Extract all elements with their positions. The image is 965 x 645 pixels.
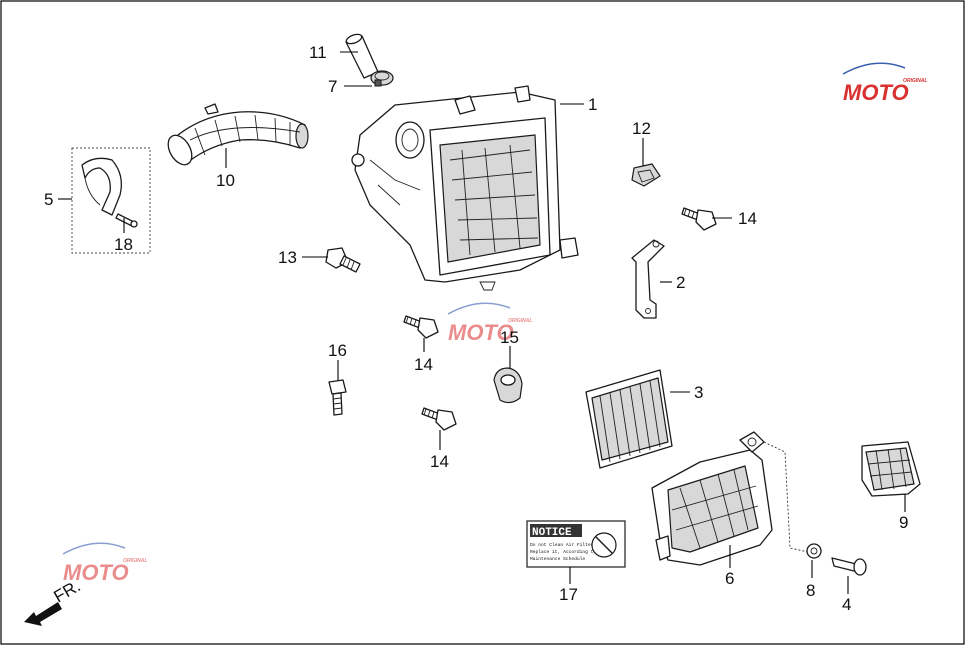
- part-1-air-cleaner-case[interactable]: [351, 85, 579, 291]
- callout-8: 8: [806, 581, 815, 600]
- assembly-dotted-line: [763, 441, 809, 553]
- callout-4: 4: [842, 595, 851, 614]
- callout-18: 18: [114, 235, 133, 254]
- watermark-small-text: ORIGINAL: [123, 558, 147, 564]
- watermark-small-text: ORIGINAL: [903, 78, 927, 84]
- part-15-grommet[interactable]: [493, 367, 523, 404]
- watermark-text: MOTO: [843, 80, 909, 105]
- notice-line-2: Replace it, According to: [530, 549, 596, 555]
- callout-9: 9: [899, 513, 908, 532]
- callout-6: 6: [725, 569, 734, 588]
- part-14-bolt-right[interactable]: [681, 207, 717, 231]
- part-8-washer[interactable]: [806, 543, 822, 559]
- part-10-intake-duct[interactable]: [163, 103, 309, 169]
- part-9-intake-insert[interactable]: [861, 441, 921, 497]
- callout-12: 12: [632, 119, 651, 138]
- part-2-bracket[interactable]: [631, 239, 665, 319]
- part-14-bolt-middle[interactable]: [403, 315, 439, 339]
- callout-14-middle: 14: [414, 355, 433, 374]
- part-5-18-group-frame: [71, 147, 151, 254]
- part-11-hose[interactable]: [345, 33, 379, 79]
- callout-2: 2: [676, 273, 685, 292]
- part-4-screw[interactable]: [831, 557, 867, 576]
- part-17-notice-label[interactable]: NOTICE Do not Clean Air Filter Replace i…: [526, 520, 626, 568]
- watermark-text: MOTO: [448, 320, 514, 345]
- callout-10: 10: [216, 171, 235, 190]
- watermark-bottom-left: MOTO ORIGINAL: [62, 542, 147, 585]
- callout-17: 17: [559, 585, 578, 604]
- part-7-clamp[interactable]: [370, 70, 394, 87]
- part-14-bolt-lower[interactable]: [421, 407, 457, 431]
- callout-5: 5: [44, 190, 53, 209]
- part-13-bolt[interactable]: [325, 247, 361, 273]
- leader-lines: [58, 51, 906, 594]
- notice-line-1: Do not Clean Air Filter: [530, 542, 594, 548]
- callout-14-right: 14: [738, 209, 757, 228]
- callout-15: 15: [500, 328, 519, 347]
- front-direction-arrow: FR.: [24, 576, 84, 626]
- callout-3: 3: [694, 383, 703, 402]
- notice-line-3: Maintenance Schedule: [530, 556, 585, 562]
- part-5-band-clamp[interactable]: [81, 157, 123, 216]
- watermark-small-text: ORIGINAL: [508, 318, 532, 324]
- callout-14-lower: 14: [430, 452, 449, 471]
- watermark-text: MOTO: [63, 560, 129, 585]
- callout-11: 11: [309, 43, 327, 62]
- part-3-filter-element[interactable]: [585, 369, 673, 469]
- part-6-filter-cover[interactable]: [651, 431, 773, 566]
- watermark-center: MOTO ORIGINAL: [447, 302, 532, 345]
- callout-7: 7: [328, 77, 337, 96]
- part-16-bolt[interactable]: [328, 379, 347, 416]
- callout-16: 16: [328, 341, 347, 360]
- watermark-top-right: MOTO ORIGINAL: [842, 62, 927, 105]
- part-12-clip-nut[interactable]: [631, 163, 661, 187]
- notice-title: NOTICE: [532, 527, 572, 539]
- callout-1: 1: [588, 95, 597, 114]
- callout-13: 13: [278, 248, 297, 267]
- part-18-screw[interactable]: [115, 213, 138, 228]
